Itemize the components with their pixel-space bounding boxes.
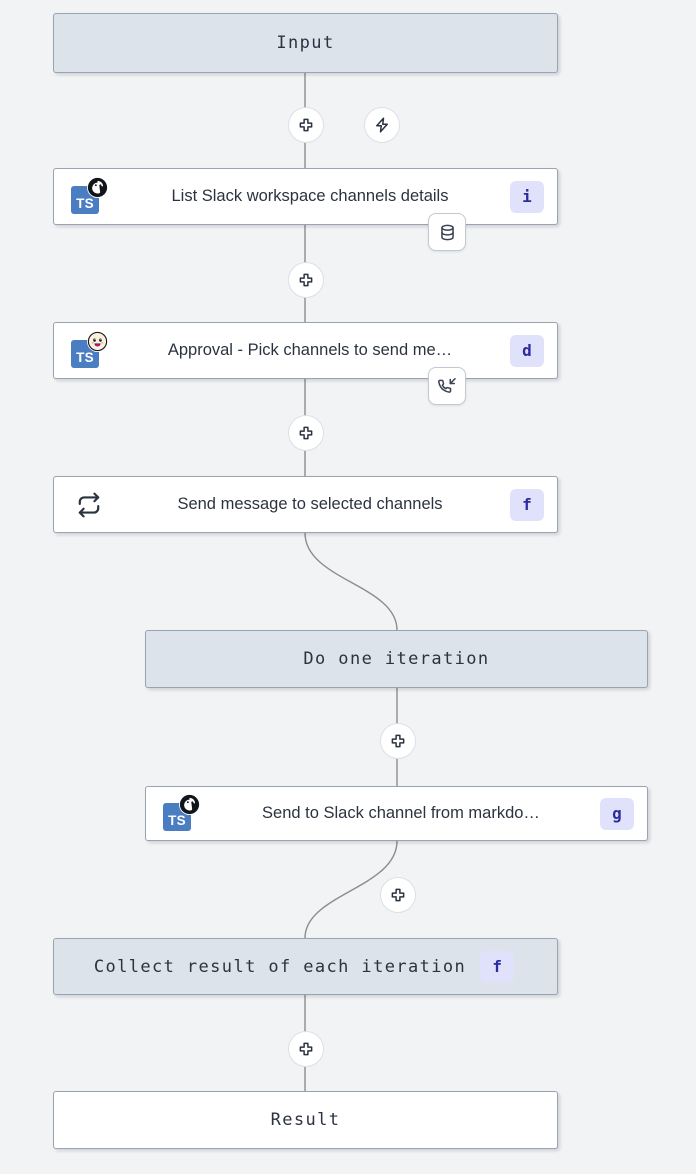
bun-icon xyxy=(87,330,108,352)
node-approval-label: Approval - Pick channels to send me… xyxy=(167,341,453,359)
node-approval-flag: d xyxy=(510,334,544,367)
phone-incoming-icon xyxy=(437,377,456,393)
node-input-label: Input xyxy=(276,33,335,53)
deno-icon xyxy=(87,176,108,198)
lightning-icon xyxy=(376,117,388,133)
node-list-slack-channels-flag: i xyxy=(510,180,544,213)
add-step-after-send-to-slack[interactable] xyxy=(380,877,416,913)
node-approval[interactable]: TS Approval - Pick channels to send me… … xyxy=(53,322,558,379)
node-collect-result-label: Collect result of each iteration xyxy=(93,956,467,977)
node-result-label: Result xyxy=(270,1110,341,1130)
plus-icon xyxy=(299,118,313,132)
node-list-slack-channels-label: List Slack workspace channels details xyxy=(171,187,449,205)
add-step-after-collect-result[interactable] xyxy=(288,1031,324,1067)
node-send-message-loop[interactable]: Send message to selected channels f xyxy=(53,476,558,533)
node-collect-result-flag: f xyxy=(480,950,515,983)
deno-icon xyxy=(179,793,200,815)
ts-icon: TS xyxy=(160,793,202,834)
phone-incoming-badge[interactable] xyxy=(428,367,466,405)
plus-icon xyxy=(391,734,405,748)
ts-icon: TS xyxy=(68,176,110,217)
node-do-one-iteration[interactable]: Do one iteration xyxy=(145,630,648,688)
node-send-message-loop-flag: f xyxy=(510,488,544,521)
node-send-to-slack-label: Send to Slack channel from markdo… xyxy=(262,804,540,822)
node-send-to-slack-flag: g xyxy=(600,797,634,830)
add-step-after-approval[interactable] xyxy=(288,415,324,451)
node-send-message-loop-label: Send message to selected channels xyxy=(177,495,443,513)
loop-icon xyxy=(68,485,110,525)
plus-icon xyxy=(391,888,405,902)
database-icon xyxy=(440,224,454,240)
node-input[interactable]: Input xyxy=(53,13,558,73)
add-step-after-input[interactable] xyxy=(288,107,324,143)
edge-send-to-iteration xyxy=(304,532,398,631)
plus-icon xyxy=(299,1042,313,1056)
node-do-one-iteration-label: Do one iteration xyxy=(303,649,490,669)
plus-icon xyxy=(299,273,313,287)
add-trigger-button[interactable] xyxy=(364,107,400,143)
plus-icon xyxy=(299,426,313,440)
node-collect-result[interactable]: Collect result of each iteration f xyxy=(53,938,558,995)
ts-icon: TS xyxy=(68,330,110,371)
add-step-after-list-channels[interactable] xyxy=(288,262,324,298)
node-list-slack-channels[interactable]: TS List Slack workspace channels details… xyxy=(53,168,558,225)
node-send-to-slack[interactable]: TS Send to Slack channel from markdo… g xyxy=(145,786,648,841)
database-badge[interactable] xyxy=(428,213,466,251)
node-result[interactable]: Result xyxy=(53,1091,558,1149)
add-step-after-do-one-iteration[interactable] xyxy=(380,723,416,759)
